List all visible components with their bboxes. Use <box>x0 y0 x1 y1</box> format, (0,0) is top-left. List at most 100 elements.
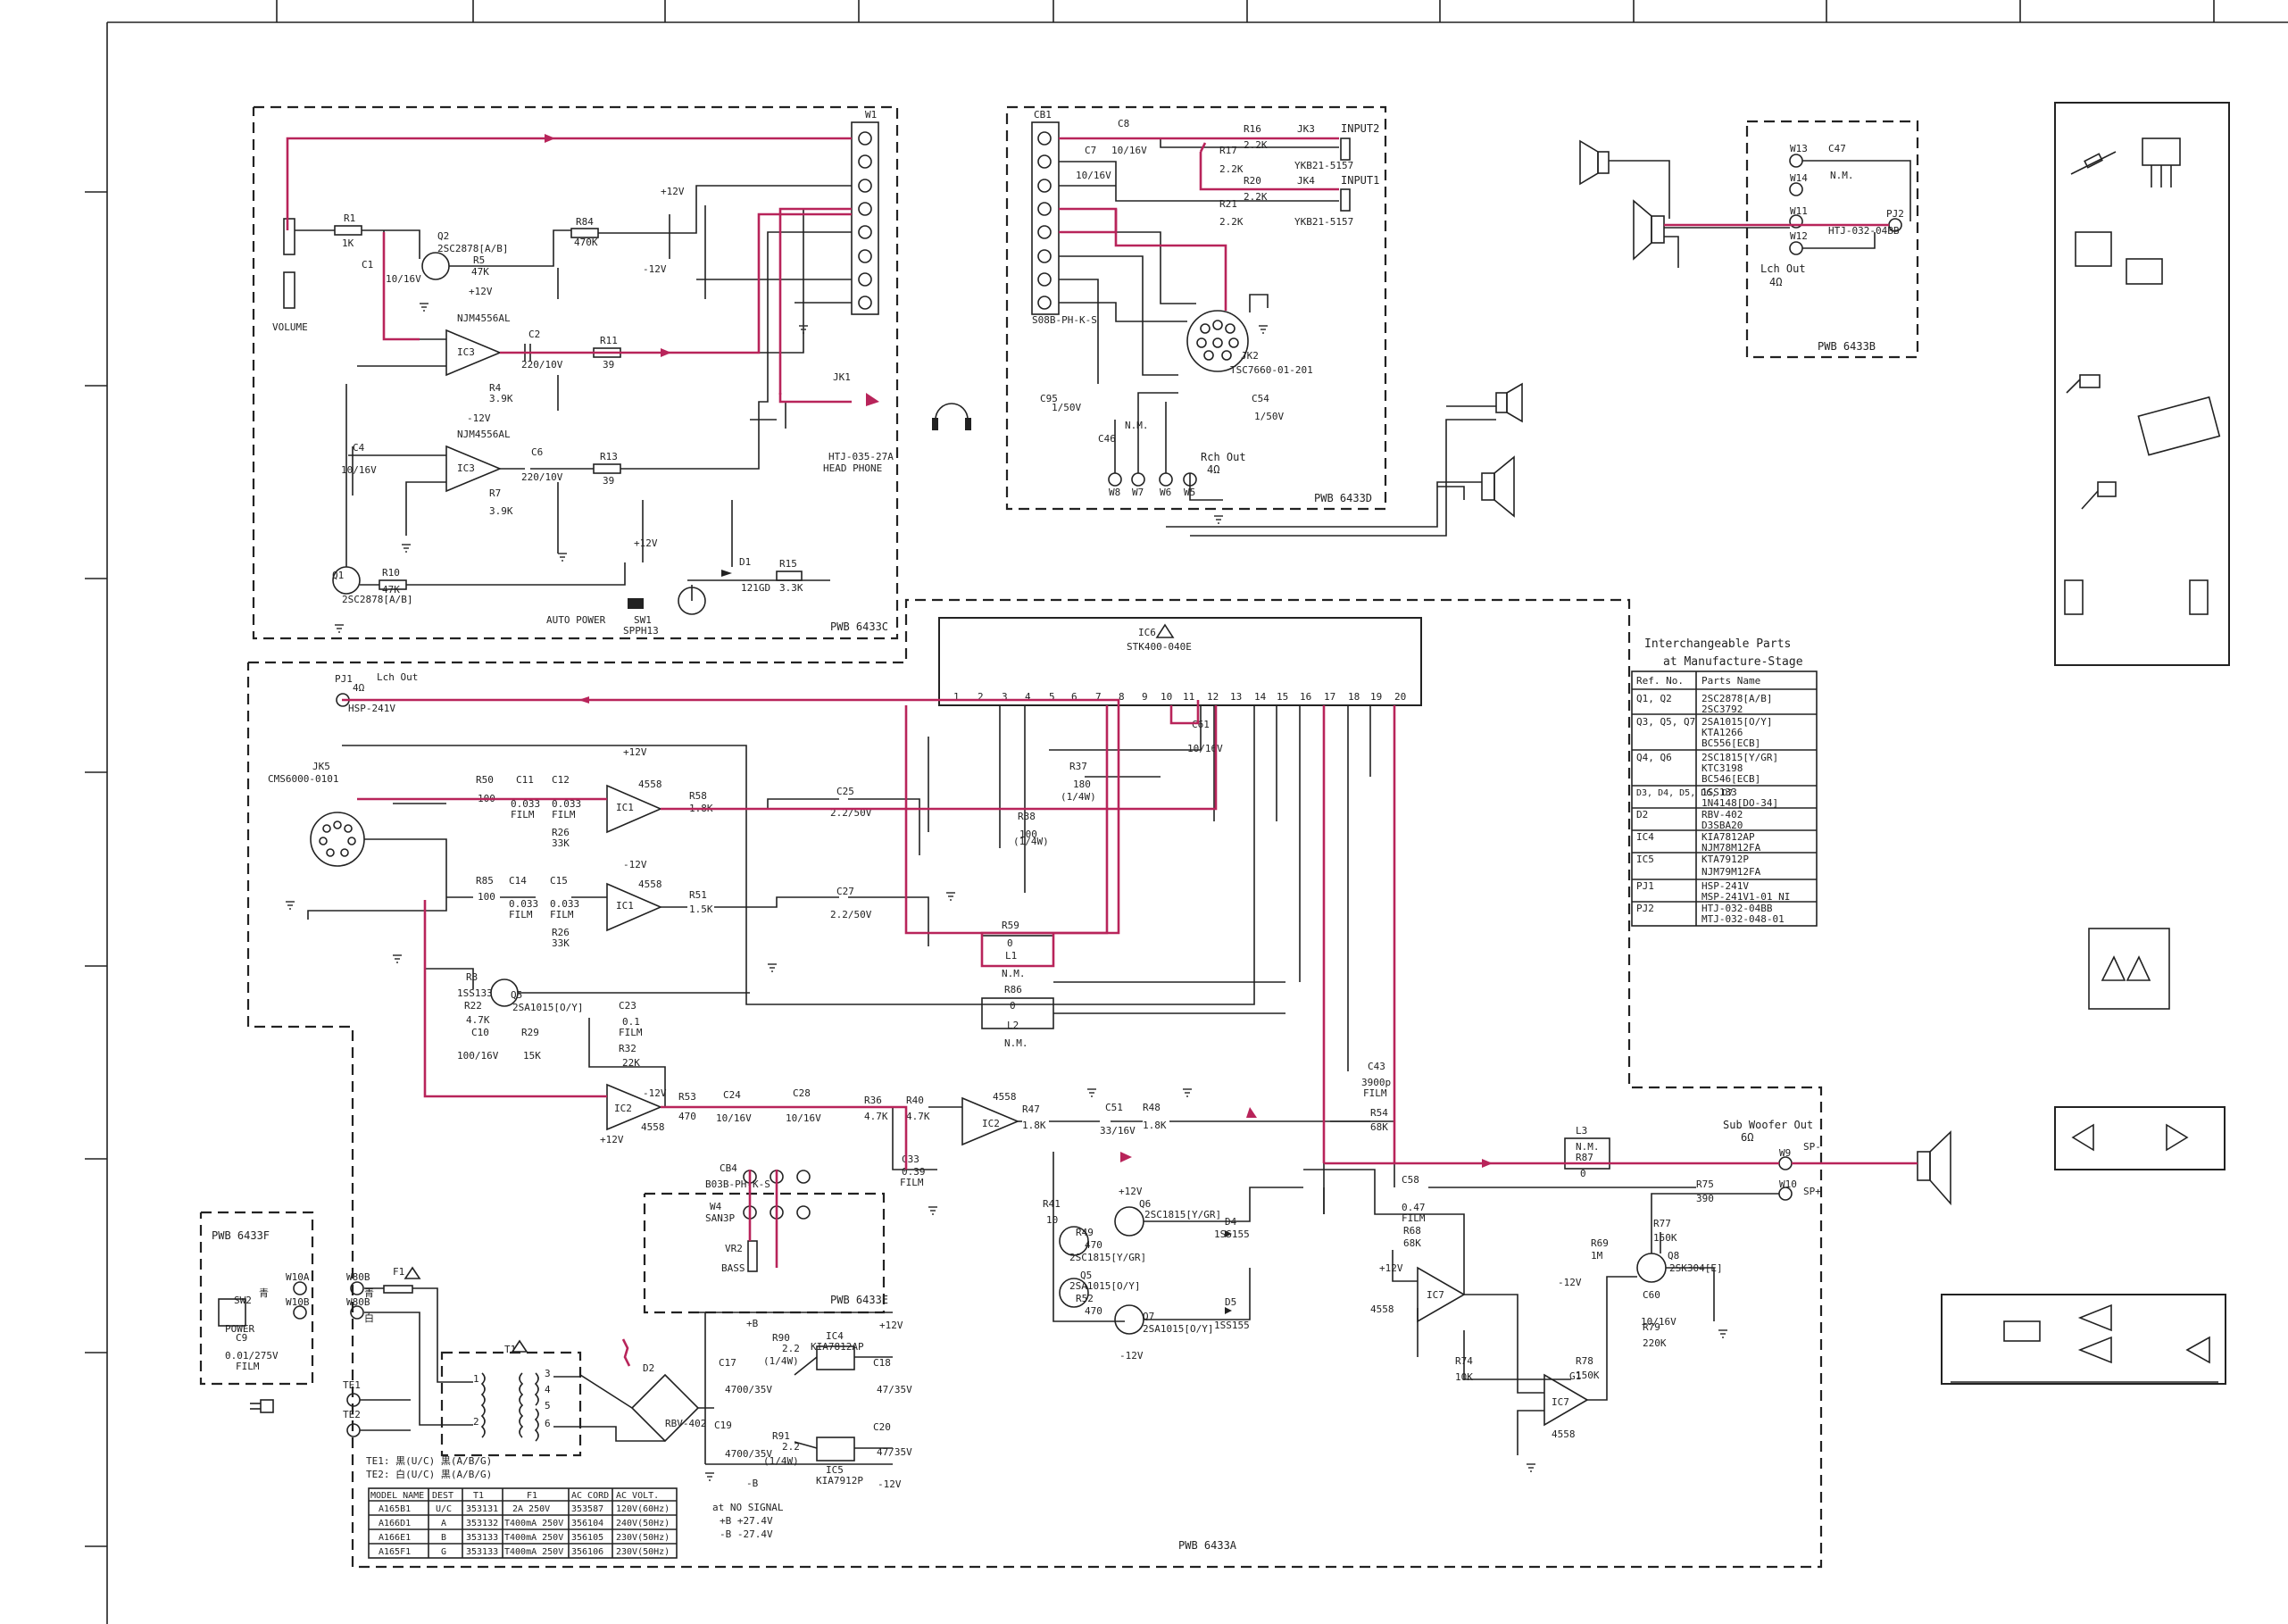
board-6433d: PWB 6433D <box>1005 105 1387 511</box>
svg-text:2SC1815[Y/GR]: 2SC1815[Y/GR] <box>1144 1209 1221 1220</box>
svg-text:C2: C2 <box>528 329 540 340</box>
svg-text:10/16V: 10/16V <box>786 1112 821 1124</box>
interchangeable-parts-table: Interchangeable Parts at Manufacture-Sta… <box>1631 637 1818 927</box>
te1-note: TE1: 黒(U/C) 黒(A/B/G) <box>366 1455 492 1467</box>
model-table: TE1: 黒(U/C) 黒(A/B/G) TE2: 白(U/C) 黒(A/B/G… <box>366 1455 784 1559</box>
svg-text:220K: 220K <box>1643 1337 1667 1349</box>
svg-text:R58: R58 <box>689 790 707 802</box>
svg-text:19: 19 <box>1370 691 1382 703</box>
svg-text:3: 3 <box>545 1368 551 1379</box>
svg-text:W14: W14 <box>1790 172 1808 184</box>
svg-text:R17: R17 <box>1219 145 1237 156</box>
svg-text:IC3: IC3 <box>457 462 475 474</box>
svg-text:39: 39 <box>603 359 614 371</box>
svg-text:DEST: DEST <box>432 1491 453 1501</box>
b-minus-note: -B -27.4V <box>720 1528 773 1540</box>
svg-text:KTC3198: KTC3198 <box>1701 762 1743 774</box>
svg-text:Ref. No.: Ref. No. <box>1636 675 1684 687</box>
svg-text:A166E1: A166E1 <box>379 1533 411 1543</box>
svg-text:47K: 47K <box>471 266 489 278</box>
svg-text:A166D1: A166D1 <box>379 1519 411 1528</box>
jk3-label: JK3 <box>1297 123 1315 135</box>
svg-text:R15: R15 <box>779 558 797 570</box>
board-6433b: PWB 6433B <box>1745 120 1919 359</box>
svg-text:1SS133: 1SS133 <box>1701 787 1737 798</box>
svg-text:C60: C60 <box>1643 1289 1660 1301</box>
svg-text:D3, D4, D5, D6, D7: D3, D4, D5, D6, D7 <box>1636 788 1733 798</box>
svg-text:-12V: -12V <box>467 412 491 424</box>
svg-text:-12V: -12V <box>1558 1277 1582 1288</box>
svg-text:+12V: +12V <box>1119 1186 1143 1197</box>
svg-text:G: G <box>441 1547 446 1557</box>
svg-text:2SC2878[A/B]: 2SC2878[A/B] <box>1701 693 1772 704</box>
svg-text:3900p: 3900p <box>1361 1077 1391 1088</box>
svg-text:10: 10 <box>1161 691 1172 703</box>
jk5-label: JK5 <box>312 761 330 772</box>
svg-text:5: 5 <box>1049 691 1055 703</box>
svg-text:C18: C18 <box>873 1357 891 1369</box>
svg-text:39: 39 <box>603 475 614 487</box>
svg-text:IC1: IC1 <box>616 900 634 912</box>
svg-text:BC556[ECB]: BC556[ECB] <box>1701 737 1760 749</box>
svg-text:11: 11 <box>1183 691 1194 703</box>
svg-text:C25: C25 <box>836 786 854 797</box>
svg-text:R22: R22 <box>464 1000 482 1012</box>
yk3-label: YKB21-5157 <box>1294 160 1353 171</box>
te2-note: TE2: 白(U/C) 黒(A/B/G) <box>366 1468 492 1480</box>
svg-text:FILM: FILM <box>619 1027 643 1038</box>
svg-text:10/16V: 10/16V <box>1187 743 1223 754</box>
svg-text:10: 10 <box>1046 1214 1058 1226</box>
svg-text:2A 250V: 2A 250V <box>512 1504 550 1514</box>
svg-text:IC4: IC4 <box>1636 831 1654 843</box>
svg-text:NJM4556AL: NJM4556AL <box>457 312 511 324</box>
svg-text:8: 8 <box>1119 691 1125 703</box>
svg-text:R40: R40 <box>906 1095 924 1106</box>
cb4-label: CB4 <box>720 1162 737 1174</box>
svg-text:3.9K: 3.9K <box>489 505 513 517</box>
svg-text:A165F1: A165F1 <box>379 1547 411 1557</box>
board-6433a: PWB 6433A <box>246 598 1823 1569</box>
svg-text:R38: R38 <box>1018 811 1036 822</box>
svg-text:10/16V: 10/16V <box>341 464 377 476</box>
svg-text:3.9K: 3.9K <box>489 393 513 404</box>
svg-text:4558: 4558 <box>1370 1303 1394 1315</box>
svg-text:青: 青 <box>259 1287 269 1299</box>
svg-text:4: 4 <box>545 1384 551 1395</box>
svg-text:C54: C54 <box>1252 393 1269 404</box>
svg-text:C58: C58 <box>1402 1174 1419 1186</box>
svg-text:R13: R13 <box>600 451 618 462</box>
kia79-label: KIA7912P <box>816 1475 863 1487</box>
svg-text:356104: 356104 <box>571 1519 603 1528</box>
svg-text:Q4, Q6: Q4, Q6 <box>1636 752 1672 763</box>
svg-text:R36: R36 <box>864 1095 882 1106</box>
jk4-label: JK4 <box>1297 175 1315 187</box>
svg-text:33K: 33K <box>552 937 570 949</box>
cms-label: CMS6000-0101 <box>268 773 338 785</box>
svg-text:+12V: +12V <box>634 537 658 549</box>
svg-text:470K: 470K <box>574 237 598 248</box>
svg-text:W1: W1 <box>865 109 877 121</box>
svg-text:230V(50Hz): 230V(50Hz) <box>616 1547 670 1557</box>
b-plus-note: +B +27.4V <box>720 1515 773 1527</box>
svg-text:4558: 4558 <box>638 779 662 790</box>
vr2-label: VR2 <box>725 1243 743 1254</box>
svg-text:B: B <box>441 1533 446 1543</box>
svg-text:KIA7812AP: KIA7812AP <box>1701 831 1755 843</box>
svg-text:A165B1: A165B1 <box>379 1504 411 1514</box>
svg-text:-B: -B <box>746 1478 759 1489</box>
svg-text:353133: 353133 <box>466 1547 498 1557</box>
svg-text:C1: C1 <box>362 259 373 271</box>
svg-text:R59: R59 <box>1002 920 1019 931</box>
svg-text:CB1: CB1 <box>1034 109 1052 121</box>
svg-text:120V(60Hz): 120V(60Hz) <box>616 1504 670 1514</box>
svg-text:2.2: 2.2 <box>782 1441 800 1453</box>
svg-text:FILM: FILM <box>900 1177 924 1188</box>
svg-text:R84: R84 <box>576 216 594 228</box>
svg-text:HSP-241V: HSP-241V <box>1701 880 1749 892</box>
svg-text:Parts Name: Parts Name <box>1701 675 1760 687</box>
svg-text:R21: R21 <box>1219 198 1237 210</box>
svg-text:AC VOLT.: AC VOLT. <box>616 1491 659 1501</box>
svg-text:1.5K: 1.5K <box>689 904 713 915</box>
